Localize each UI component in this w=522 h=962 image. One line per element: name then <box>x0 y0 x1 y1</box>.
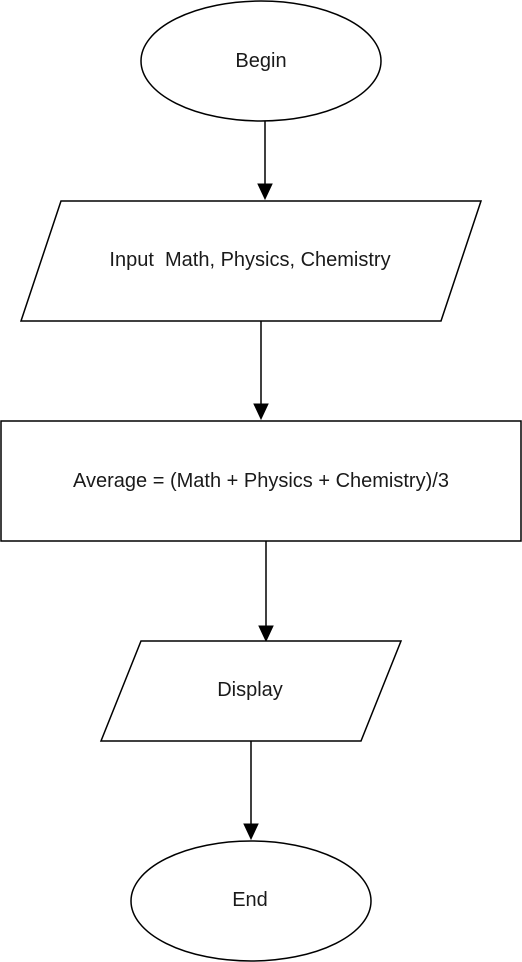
end-node: End <box>130 840 372 962</box>
begin-node: Begin <box>140 0 382 122</box>
end-label: End <box>232 889 268 911</box>
display-parallelogram <box>99 640 403 742</box>
begin-label: Begin <box>235 50 286 72</box>
display-label: Display <box>217 679 283 701</box>
input-node: Input Math, Physics, Chemistry <box>19 200 483 322</box>
arrowhead-icon <box>243 823 259 841</box>
arrow-average-to-display <box>258 541 274 643</box>
arrowhead-icon <box>253 403 269 421</box>
arrowhead-icon <box>257 183 273 201</box>
input-parallelogram <box>19 200 483 322</box>
average-rectangle <box>0 420 522 542</box>
average-node: Average = (Math + Physics + Chemistry)/3 <box>0 420 522 542</box>
arrow-begin-to-input <box>257 121 273 201</box>
begin-ellipse <box>140 0 382 122</box>
end-ellipse <box>130 840 372 962</box>
arrow-input-to-average <box>253 321 269 421</box>
input-label: Input Math, Physics, Chemistry <box>109 249 390 271</box>
arrowhead-icon <box>258 625 274 643</box>
average-label: Average = (Math + Physics + Chemistry)/3 <box>73 470 449 492</box>
display-node: Display <box>99 640 403 742</box>
arrow-display-to-end <box>243 741 259 841</box>
